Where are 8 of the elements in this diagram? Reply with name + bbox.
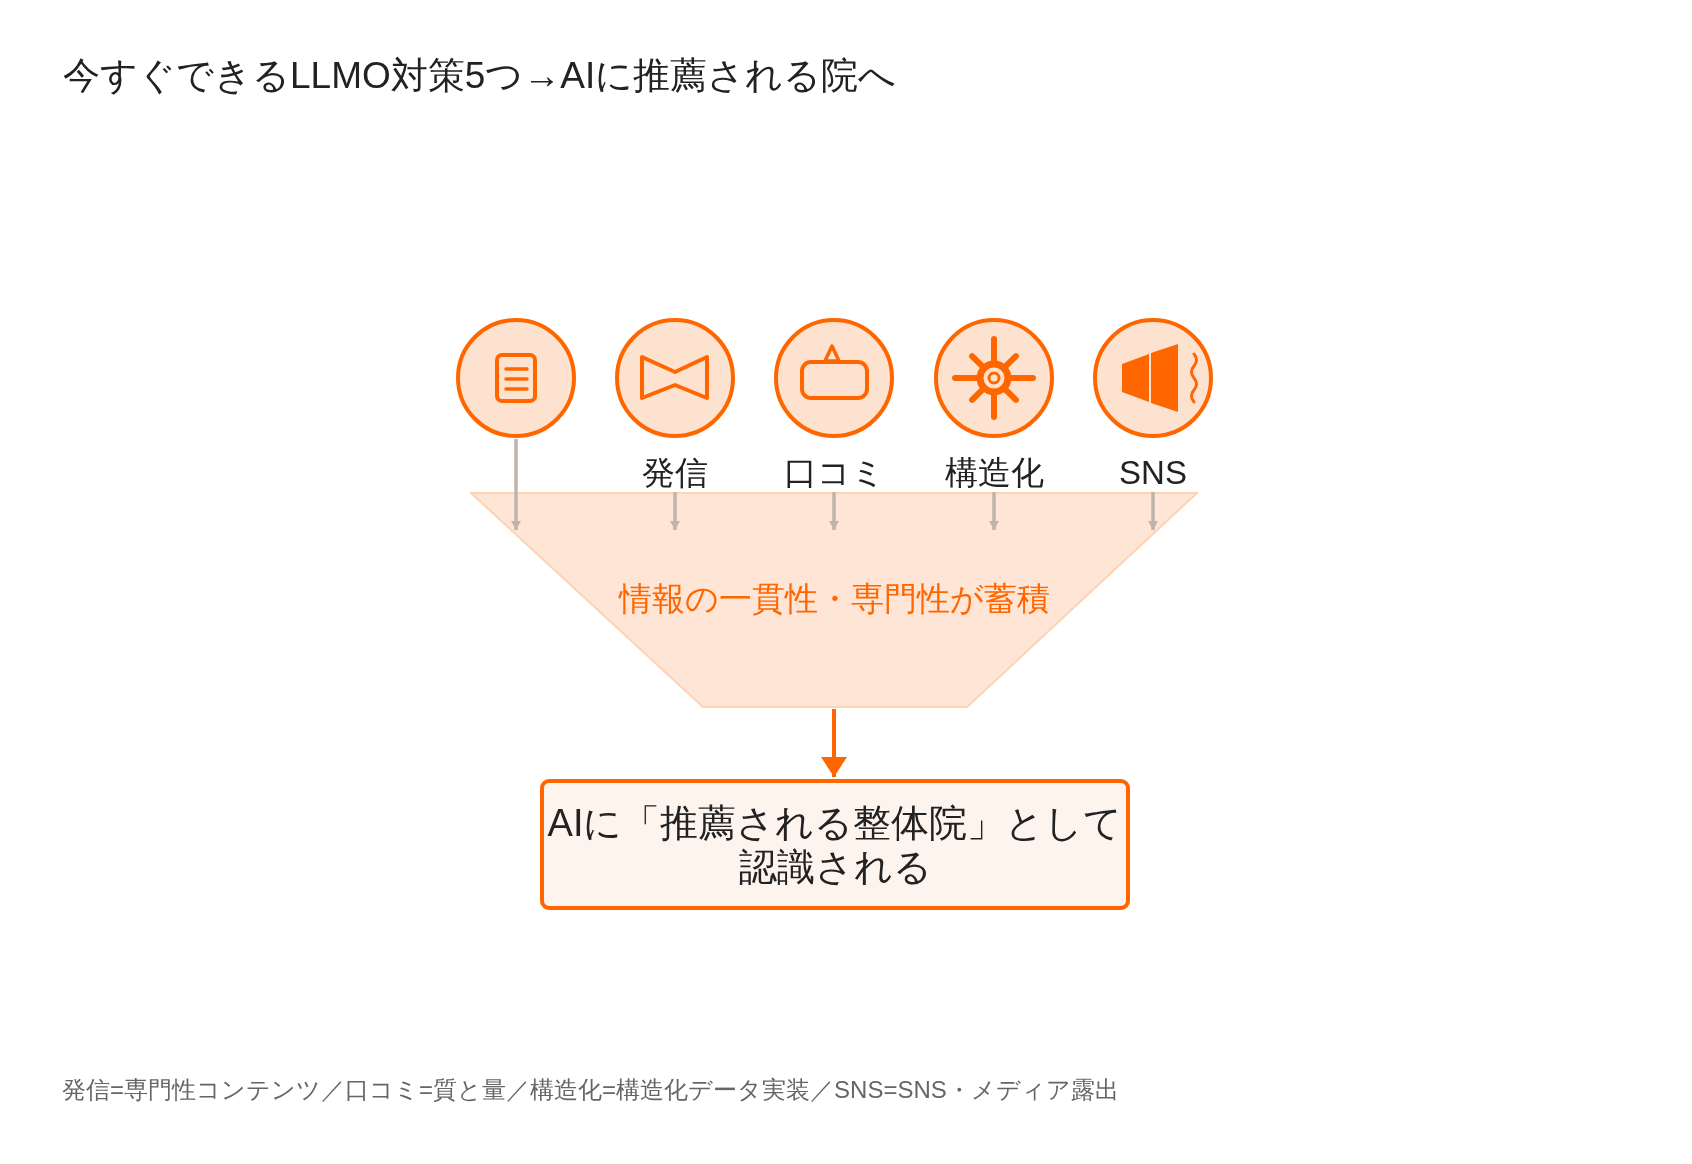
title: 今すぐできるLLMO対策5つ→AIに推薦される院へ: [63, 54, 897, 98]
node-label: 構造化: [944, 455, 1044, 491]
node-label: 発信: [642, 455, 708, 491]
arrow: [821, 709, 847, 777]
node-label: 口コミ: [783, 455, 885, 491]
result-box: AIに「推薦される整体院」として認識される: [540, 779, 1130, 910]
footnote: 発信=専門性コンテンツ／口コミ=質と量／構造化=構造化データ実装／SNS=SNS・メディア露出: [62, 1075, 1119, 1105]
node-label: SNS: [1119, 455, 1187, 491]
